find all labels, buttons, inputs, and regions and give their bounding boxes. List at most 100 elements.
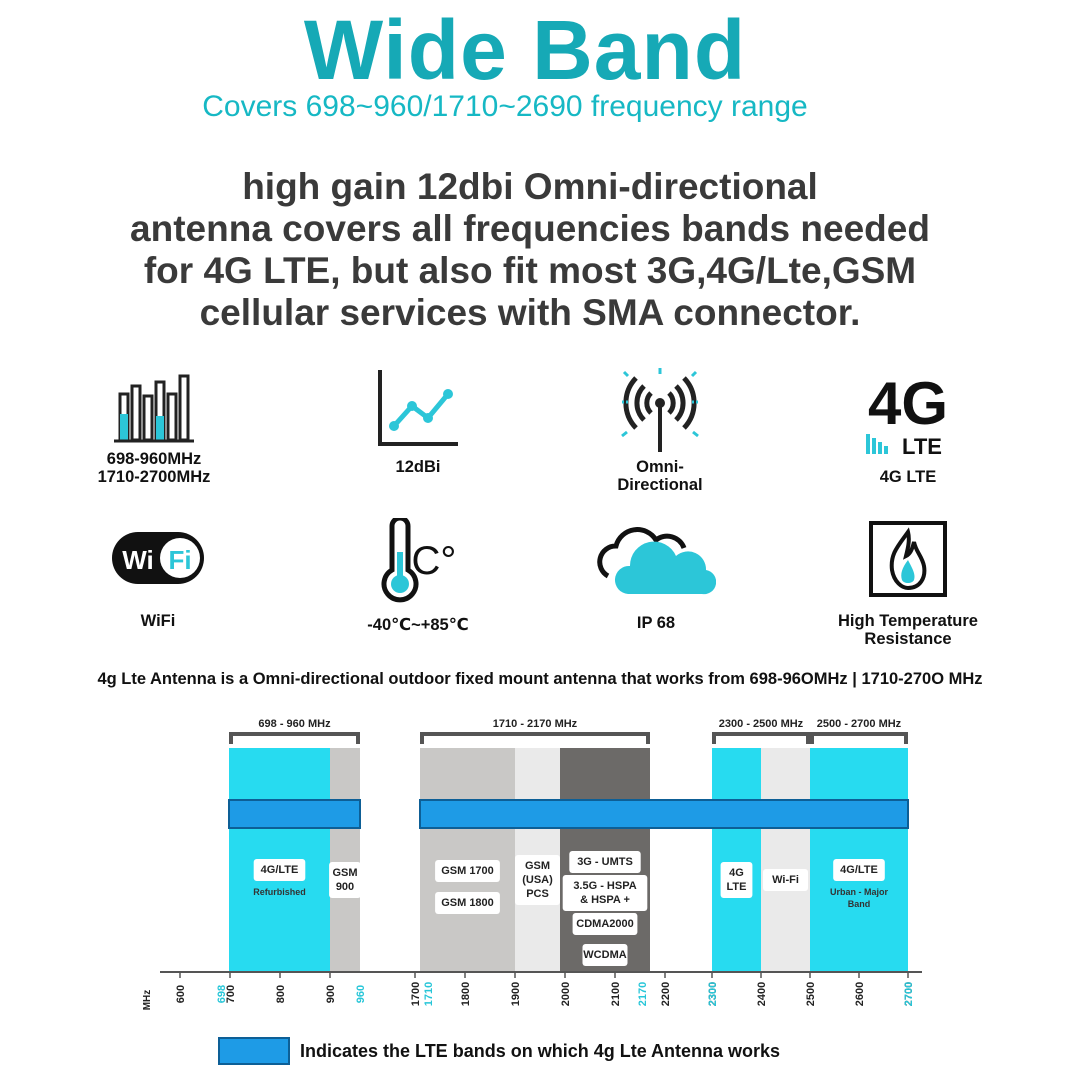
- description: high gain 12dbi Omni-directional antenna…: [60, 166, 1000, 334]
- range-bracket: [229, 732, 360, 744]
- feature-label-line: High Temperature: [838, 612, 978, 630]
- band-label-box: [833, 859, 885, 881]
- description-line: antenna covers all frequencies bands nee…: [130, 208, 930, 249]
- antenna-caption: 4g Lte Antenna is a Omni-directional out…: [97, 670, 983, 688]
- line-graph-icon: [378, 370, 458, 446]
- axis-unit-label: MHz: [142, 990, 153, 1011]
- wifi-logo-icon: Wi Fi: [112, 532, 204, 584]
- axis-highlight-label: 2700: [903, 982, 915, 1006]
- feature-label-line: WiFi: [140, 612, 176, 630]
- range-bracket: [810, 732, 908, 744]
- band-label: 4G/LTE: [261, 864, 299, 876]
- feature-label: IP 68: [556, 614, 756, 632]
- band-label-box: [435, 892, 500, 914]
- range-label: 698 - 960 MHz: [258, 718, 331, 730]
- band-label: 3G - UMTS: [577, 856, 633, 868]
- band-label: 4G/LTE: [840, 864, 878, 876]
- description-line: cellular services with SMA connector.: [199, 292, 861, 333]
- range-label: 2500 - 2700 MHz: [817, 718, 902, 730]
- description-line: for 4G LTE, but also fit most 3G,4G/Lte,…: [143, 250, 917, 291]
- feature-label-line: 12dBi: [395, 458, 441, 476]
- lte-band-bar: [419, 799, 909, 829]
- axis-highlight-label: 698: [216, 985, 228, 1003]
- axis-tick-label: 900: [325, 985, 337, 1003]
- band-label-box: [572, 913, 638, 935]
- feature-label: 698-960MHz 1710-2700MHz: [54, 450, 254, 486]
- axis-tick-label: 2600: [854, 982, 866, 1006]
- feature-label-line: -40℃~+85℃: [367, 616, 469, 634]
- description-line: high gain 12dbi Omni-directional: [242, 166, 818, 207]
- axis-tick-label: 2300: [707, 982, 719, 1006]
- thermometer-icon: C°: [381, 518, 457, 603]
- band-region: [330, 748, 360, 972]
- wifi-icon-text: Fi: [168, 545, 191, 575]
- band-label-box: [435, 860, 500, 882]
- feature-label: WiFi: [58, 612, 258, 630]
- axis-tick-label: 600: [175, 985, 187, 1003]
- feature-gain: 12dBi: [318, 368, 518, 476]
- page-title: Wide Band: [303, 3, 747, 97]
- band-label: PCS: [526, 888, 549, 900]
- band-label-box: [562, 875, 648, 911]
- bar-chart-icon: [114, 374, 194, 443]
- axis-tick-label: 2100: [610, 982, 622, 1006]
- feature-label-line: Resistance: [864, 630, 952, 648]
- band-label: GSM: [332, 867, 357, 879]
- band-label: 3.5G - HSPA: [573, 880, 636, 892]
- feature-temperature: C° -40℃~+85℃: [318, 518, 518, 634]
- band-label: CDMA2000: [576, 918, 633, 930]
- band-note: Refurbished: [253, 887, 306, 897]
- feature-label: -40℃~+85℃: [318, 616, 518, 634]
- legend-label: Indicates the LTE bands on which 4g Lte …: [300, 1040, 781, 1061]
- feature-ip68: IP 68: [556, 524, 756, 632]
- band-label-box: [515, 855, 560, 905]
- feature-wifi: Wi Fi WiFi: [58, 528, 258, 630]
- band-label: WCDMA: [583, 949, 626, 961]
- feature-omni: Omni- Directional: [560, 366, 760, 494]
- feature-label-line: Directional: [617, 476, 703, 494]
- feature-high-temp: High Temperature Resistance: [808, 520, 1008, 648]
- band-label: (USA): [522, 874, 553, 886]
- axis-tick-label: 1700: [410, 982, 422, 1006]
- axis-tick-label: 2000: [560, 982, 572, 1006]
- band-label: & HSPA +: [580, 894, 630, 906]
- feature-4g: 4G LTE 4G LTE: [808, 372, 1008, 486]
- band-note: Band: [848, 899, 871, 909]
- feature-label-line: IP 68: [636, 614, 676, 632]
- axis-tick-label: 2500: [805, 982, 817, 1006]
- band-label-box: [763, 869, 808, 891]
- feature-label: High Temperature Resistance: [808, 612, 1008, 648]
- feature-label: 12dBi: [318, 458, 518, 476]
- wifi-icon-text: Wi: [122, 545, 154, 575]
- band-label-box: [582, 944, 628, 966]
- band-label: LTE: [727, 881, 747, 893]
- band-label-box: [720, 862, 753, 898]
- axis-tick-label: 1800: [460, 982, 472, 1006]
- celsius-icon-text: C°: [412, 539, 457, 583]
- range-bracket: [712, 732, 810, 744]
- axis-highlight-label: 2300: [707, 982, 719, 1006]
- band-label-box: [329, 862, 361, 898]
- band-label: GSM 1700: [441, 865, 494, 877]
- feature-label-line: Omni-: [636, 458, 684, 476]
- axis-tick-label: 800: [275, 985, 287, 1003]
- feature-label: 4G LTE: [808, 468, 1008, 486]
- feature-label-line: 4G LTE: [879, 468, 937, 486]
- band-label: Wi-Fi: [772, 874, 799, 886]
- band-label-box: [569, 851, 641, 873]
- axis-tick-label: 1900: [510, 982, 522, 1006]
- band-label: GSM 1800: [441, 897, 494, 909]
- band-label: GSM: [525, 860, 550, 872]
- axis-tick-label: 2200: [660, 982, 672, 1006]
- omni-signal-icon: [620, 368, 700, 452]
- feature-frequency: 698-960MHz 1710-2700MHz: [54, 372, 254, 486]
- flame-icon: [869, 521, 947, 597]
- chart-legend: Indicates the LTE bands on which 4g Lte …: [218, 1036, 780, 1066]
- band-region: [761, 748, 810, 972]
- axis-tick-label: 700: [225, 985, 237, 1003]
- band-region: [712, 748, 761, 972]
- feature-label-line: 1710-2700MHz: [97, 468, 211, 486]
- cloud-icon: [597, 527, 716, 595]
- feature-label: Omni- Directional: [560, 458, 760, 494]
- legend-swatch: [218, 1037, 290, 1065]
